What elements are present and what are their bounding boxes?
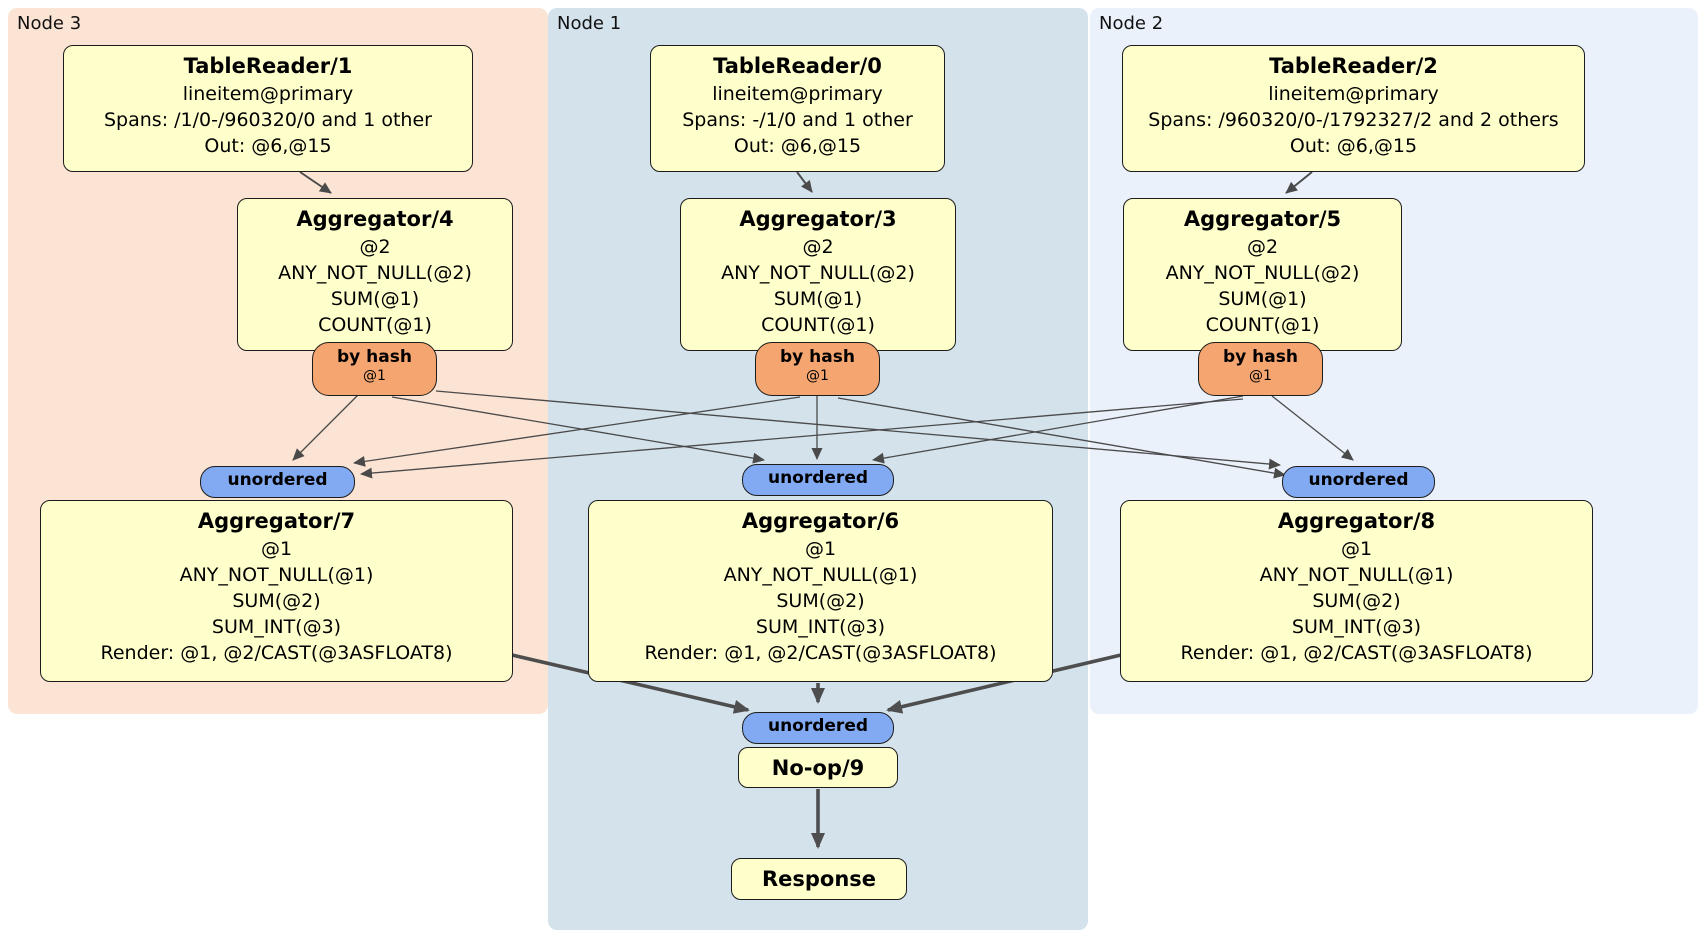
hash-router-node2: by hash @1 (1198, 342, 1323, 396)
aggregator-5-line: @2 (1246, 236, 1279, 258)
edge-router3-sync1 (391, 396, 765, 464)
unordered-sync-node2: unordered (1282, 466, 1435, 498)
aggregator-3-box: Aggregator/3 @2 ANY_NOT_NULL(@2) SUM(@1)… (680, 198, 956, 351)
tablereader-1-box: TableReader/1 lineitem@primary Spans: /1… (63, 45, 473, 172)
aggregator-5-line: SUM(@1) (1218, 288, 1307, 310)
tablereader-2-index: lineitem@primary (1268, 83, 1439, 105)
aggregator-6-line: @1 (804, 538, 837, 560)
aggregator-7-line: SUM(@2) (232, 590, 321, 612)
tablereader-1-title: TableReader/1 (183, 54, 353, 78)
aggregator-7-line: @1 (260, 538, 293, 560)
edge-router2-sync2 (1271, 395, 1354, 461)
tablereader-0-box: TableReader/0 lineitem@primary Spans: -/… (650, 45, 945, 172)
aggregator-3-line: ANY_NOT_NULL(@2) (721, 262, 915, 284)
aggregator-6-line: ANY_NOT_NULL(@1) (723, 564, 918, 586)
aggregator-8-line: SUM_INT(@3) (1291, 616, 1422, 638)
aggregator-5-line: ANY_NOT_NULL(@2) (1165, 262, 1360, 284)
aggregator-8-title: Aggregator/8 (1277, 509, 1436, 533)
node-1-label: Node 1 (557, 13, 622, 34)
aggregator-7-line: ANY_NOT_NULL(@1) (179, 564, 374, 586)
edge-router2-sync1 (872, 395, 1244, 464)
tablereader-0-title: TableReader/0 (713, 54, 882, 78)
aggregator-5-line: COUNT(@1) (1205, 314, 1320, 336)
aggregator-3-title: Aggregator/3 (739, 207, 897, 231)
tablereader-2-spans: Spans: /960320/0-/1792327/2 and 2 others (1148, 109, 1559, 131)
node-2-label: Node 2 (1099, 13, 1164, 34)
hash-router-node3-label: by hash (337, 347, 412, 367)
aggregator-3-line: SUM(@1) (773, 288, 863, 310)
node-3-label: Node 3 (17, 13, 82, 34)
aggregator-6-render-line: Render: @1, @2/CAST(@3ASFLOAT8) (644, 642, 997, 664)
aggregator-3-line: COUNT(@1) (761, 314, 875, 336)
edge-router3-sync2 (435, 390, 1281, 470)
aggregator-6-line: SUM_INT(@3) (755, 616, 886, 638)
aggregator-6-line: SUM(@2) (776, 590, 865, 612)
aggregator-4-line: ANY_NOT_NULL(@2) (278, 262, 472, 284)
response-title: Response (761, 867, 877, 891)
aggregator-4-line: @2 (359, 236, 391, 258)
aggregator-8-line: @1 (1340, 538, 1373, 560)
edge-router3-sync3 (292, 394, 359, 461)
aggregator-8-line: ANY_NOT_NULL(@1) (1259, 564, 1454, 586)
aggregator-3-line: @2 (802, 236, 834, 258)
unordered-sync-node3: unordered (200, 466, 355, 498)
edge-agg8-finalsync (886, 653, 1122, 714)
aggregator-8-line: SUM(@2) (1312, 590, 1401, 612)
tablereader-2-box: TableReader/2 lineitem@primary Spans: /9… (1122, 45, 1585, 172)
aggregator-8-box: Aggregator/8 @1 ANY_NOT_NULL(@1) SUM(@2)… (1120, 500, 1593, 682)
aggregator-5-title: Aggregator/5 (1183, 207, 1342, 231)
hash-router-node3-detail: @1 (363, 368, 386, 384)
tablereader-1-spans: Spans: /1/0-/960320/0 and 1 other (104, 109, 432, 131)
aggregator-6-box: Aggregator/6 @1 ANY_NOT_NULL(@1) SUM(@2)… (588, 500, 1053, 682)
hash-router-node1-label: by hash (780, 347, 855, 367)
aggregator-5-box: Aggregator/5 @2 ANY_NOT_NULL(@2) SUM(@1)… (1123, 198, 1402, 351)
edge-router1-sync3 (353, 396, 801, 467)
aggregator-6-title: Aggregator/6 (741, 509, 900, 533)
hash-router-node2-label: by hash (1223, 347, 1298, 367)
aggregator-4-title: Aggregator/4 (296, 207, 454, 231)
unordered-sync-node1: unordered (742, 464, 894, 496)
aggregator-4-line: COUNT(@1) (318, 314, 432, 336)
tablereader-1-out: Out: @6,@15 (204, 135, 332, 157)
hash-router-node1: by hash @1 (755, 342, 880, 396)
aggregator-8-render-line: Render: @1, @2/CAST(@3ASFLOAT8) (1180, 642, 1533, 664)
aggregator-4-box: Aggregator/4 @2 ANY_NOT_NULL(@2) SUM(@1)… (237, 198, 513, 351)
tablereader-0-out: Out: @6,@15 (733, 135, 862, 157)
aggregator-7-render-line: Render: @1, @2/CAST(@3ASFLOAT8) (100, 642, 453, 664)
aggregator-7-title: Aggregator/7 (197, 509, 356, 533)
tablereader-0-spans: Spans: -/1/0 and 1 other (682, 109, 913, 131)
tablereader-2-title: TableReader/2 (1269, 54, 1438, 78)
edge-router2-sync3 (360, 398, 1244, 479)
edge-agg7-finalsync (511, 653, 750, 714)
edge-tr0-agg3 (796, 171, 813, 193)
aggregator-7-box: Aggregator/7 @1 ANY_NOT_NULL(@1) SUM(@2)… (40, 500, 513, 682)
hash-router-node2-detail: @1 (1249, 368, 1272, 384)
noop-title: No-op/9 (771, 755, 865, 780)
response-box: Response (731, 858, 907, 900)
aggregator-7-line: SUM_INT(@3) (211, 616, 342, 638)
aggregator-4-line: SUM(@1) (330, 288, 420, 310)
edge-tr1-agg4 (299, 171, 332, 194)
tablereader-0-index: lineitem@primary (712, 83, 883, 105)
edge-tr2-agg5 (1285, 171, 1313, 194)
unordered-sync-final: unordered (742, 712, 894, 744)
edge-router1-sync2 (837, 397, 1286, 479)
noop-box: No-op/9 (738, 747, 898, 788)
hash-router-node1-detail: @1 (806, 368, 829, 384)
hash-router-node3: by hash @1 (312, 342, 437, 396)
tablereader-2-out: Out: @6,@15 (1289, 135, 1418, 157)
tablereader-1-index: lineitem@primary (182, 83, 354, 105)
